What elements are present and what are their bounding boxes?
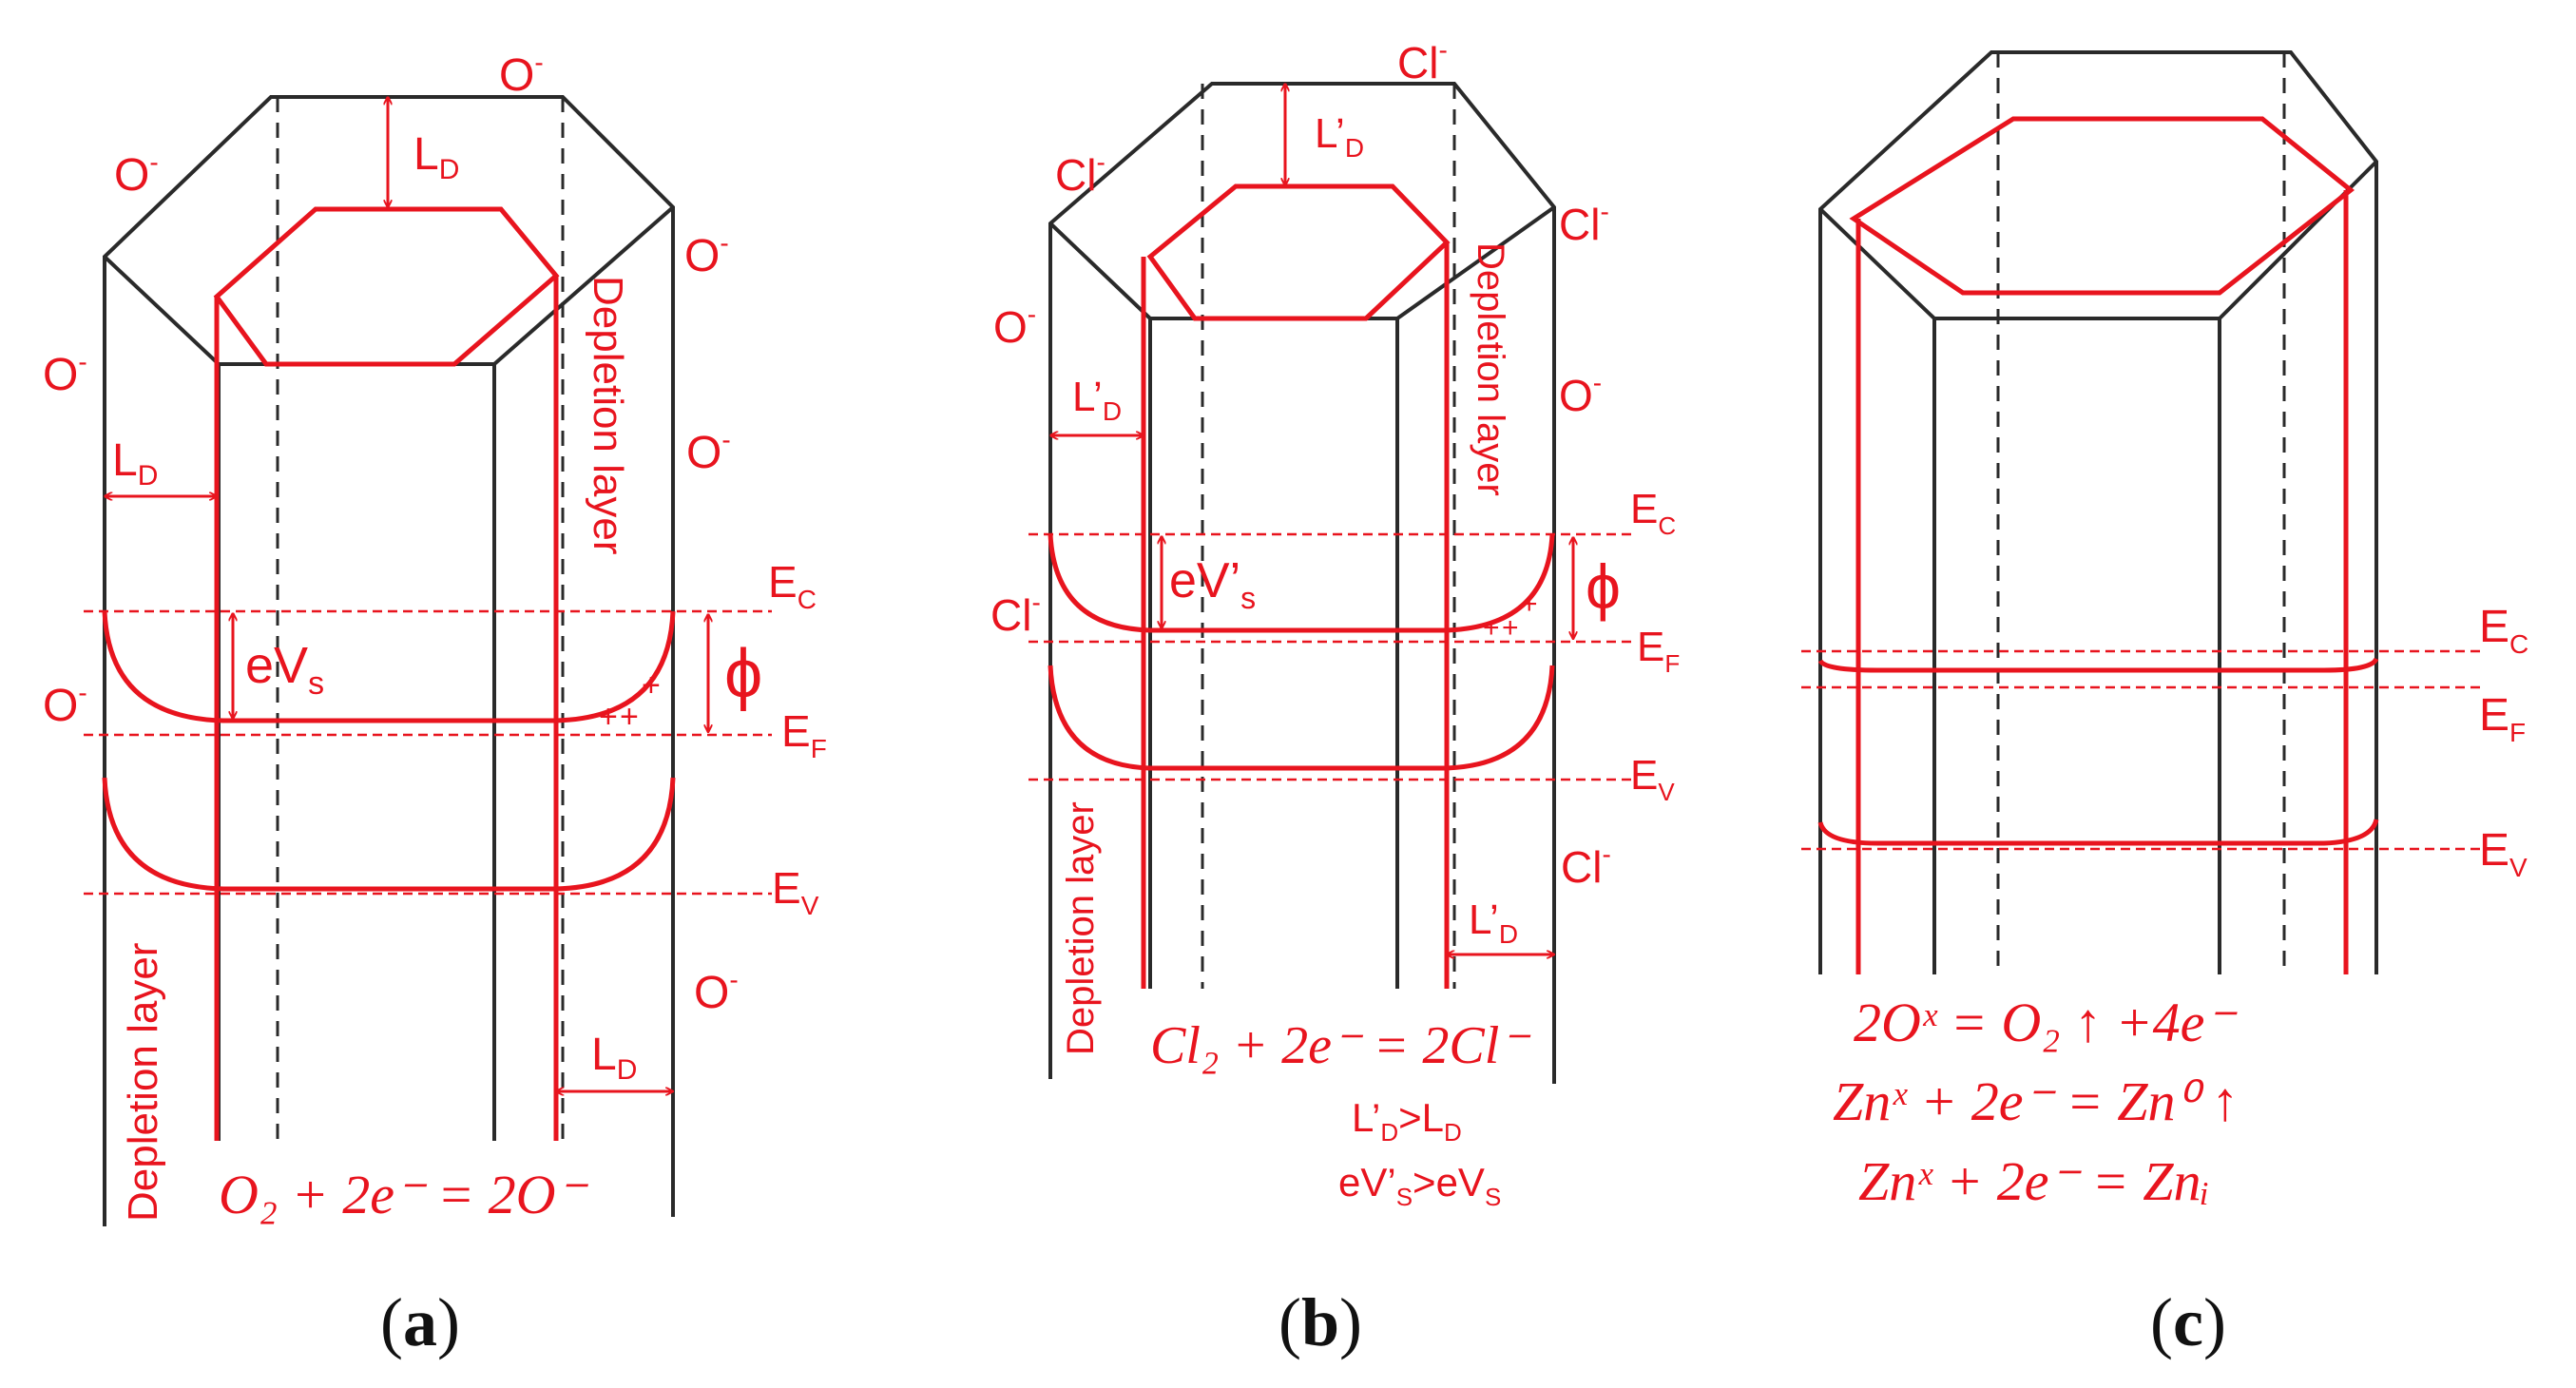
panel-b-evs-label: eV’s <box>1169 553 1256 615</box>
panel-b-ion: Cl- <box>1561 839 1611 892</box>
panel-a-arrows <box>105 97 708 1091</box>
panel-b-labels: Cl- Cl- Cl- O- O- Cl- Cl- L’D L’D L’D De… <box>990 35 1680 1211</box>
panel-b-phi-label: ϕ <box>1586 551 1621 622</box>
panel-a-caption: (a) <box>380 1284 460 1360</box>
panel-a-labels: O- O- O- O- O- O- O- LD LD LD Depletion … <box>43 48 827 1225</box>
panel-c-valence-band <box>1817 819 2379 846</box>
panel-a-band-diagram <box>84 609 772 896</box>
panel-c-ev-label: EV <box>2479 825 2528 882</box>
panel-a-ld-top-label: LD <box>413 129 459 185</box>
panel-a-ec-label: EC <box>768 557 817 614</box>
panel-c-inner-prism <box>1849 116 2355 974</box>
panel-a-ev-label: EV <box>772 863 819 920</box>
panel-b-ion: O- <box>993 299 1036 352</box>
panel-a-ion: O- <box>694 965 739 1018</box>
panel-b-ion: Cl- <box>1397 35 1448 87</box>
panel-b-plus-sign: + <box>1502 612 1519 644</box>
panel-a-ion: O- <box>43 678 87 731</box>
panel-b-ion: O- <box>1559 368 1602 420</box>
panel-a-outer-prism <box>103 95 675 1226</box>
panel-b-ion: Cl- <box>1559 197 1609 249</box>
panel-b-arrows <box>1050 84 1573 954</box>
panel-b-ld-top-label: L’D <box>1315 110 1364 163</box>
panel-b-ion: Cl- <box>1055 147 1105 200</box>
panel-a-ion: O- <box>686 425 731 478</box>
panel-a-ion: O- <box>499 48 544 101</box>
panel-b-inner-prism <box>1141 183 1451 989</box>
panel-c-ef-label: EF <box>2479 690 2526 747</box>
panel-b: Cl- Cl- Cl- O- O- Cl- Cl- L’D L’D L’D De… <box>990 35 1680 1360</box>
panel-a-ld-left-label: LD <box>112 435 158 492</box>
panel-c-labels: EC EF EV 2Oˣ = O₂ ↑ +4e⁻ Znˣ + 2e⁻ = Zn⁰… <box>1833 602 2528 1212</box>
panel-a-plus-sign: + <box>599 699 618 735</box>
panel-c-outer-prism <box>1818 50 2378 974</box>
panel-b-plus-sign: + <box>1521 588 1538 620</box>
panel-a-phi-label: ϕ <box>724 636 762 712</box>
panel-c-equation-3: Znˣ + 2e⁻ = Znᵢ <box>1858 1150 2210 1212</box>
panel-b-ld-left-label: L’D <box>1072 374 1122 426</box>
panel-a-ld-right-label: LD <box>591 1030 637 1086</box>
panel-a-depletion-label-left: Depletion layer <box>120 943 166 1223</box>
panel-a-ion: O- <box>114 147 159 201</box>
panel-a-plus-sign: + <box>642 667 661 704</box>
panel-b-ev-label: EV <box>1630 752 1675 806</box>
panel-c-equation-1: 2Oˣ = O₂ ↑ +4e⁻ <box>1854 992 2238 1053</box>
panel-a-equation: O₂ + 2e⁻ = 2O⁻ <box>219 1164 589 1225</box>
panel-b-valence-band <box>1048 665 1555 771</box>
panel-a-evs-label: eVs <box>245 637 324 702</box>
panel-a-depletion-label-right: Depletion layer <box>585 276 631 555</box>
panel-c-band-diagram <box>1801 649 2481 851</box>
panel-b-ef-label: EF <box>1637 624 1680 678</box>
panel-a: O- O- O- O- O- O- O- LD LD LD Depletion … <box>43 48 827 1360</box>
panel-c-equation-2: Znˣ + 2e⁻ = Zn⁰ ↑ <box>1833 1070 2239 1132</box>
panel-b-band-diagram <box>1028 532 1633 781</box>
panel-b-caption: (b) <box>1278 1284 1362 1360</box>
panel-b-conduction-band <box>1048 533 1555 633</box>
panel-c-caption: (c) <box>2150 1284 2226 1360</box>
panel-a-plus-sign: + <box>620 699 639 735</box>
panel-b-depletion-label-left: Depletion layer <box>1060 801 1102 1055</box>
panel-b-ld-right-label: L’D <box>1469 896 1518 949</box>
panel-a-conduction-band <box>102 610 676 723</box>
panel-c: EC EF EV 2Oˣ = O₂ ↑ +4e⁻ Znˣ + 2e⁻ = Zn⁰… <box>1801 50 2528 1360</box>
panel-b-plus-sign: + <box>1483 612 1500 644</box>
panel-a-ion: O- <box>43 347 87 400</box>
panel-c-conduction-band <box>1817 657 2379 673</box>
panel-c-ec-label: EC <box>2479 602 2528 659</box>
panel-b-ec-label: EC <box>1630 486 1676 540</box>
panel-b-evs-comparison: eV’S>eVS <box>1338 1160 1501 1211</box>
panel-a-ion: O- <box>684 228 729 281</box>
panel-b-depletion-label-right: Depletion layer <box>1470 242 1511 496</box>
panel-a-valence-band <box>102 777 676 892</box>
panel-b-ld-comparison: L’D>LD <box>1352 1095 1462 1147</box>
panel-b-equation: Cl₂ + 2e⁻ = 2Cl⁻ <box>1150 1016 1531 1075</box>
panel-a-ef-label: EF <box>781 706 827 763</box>
panel-b-ion: Cl- <box>990 588 1041 640</box>
